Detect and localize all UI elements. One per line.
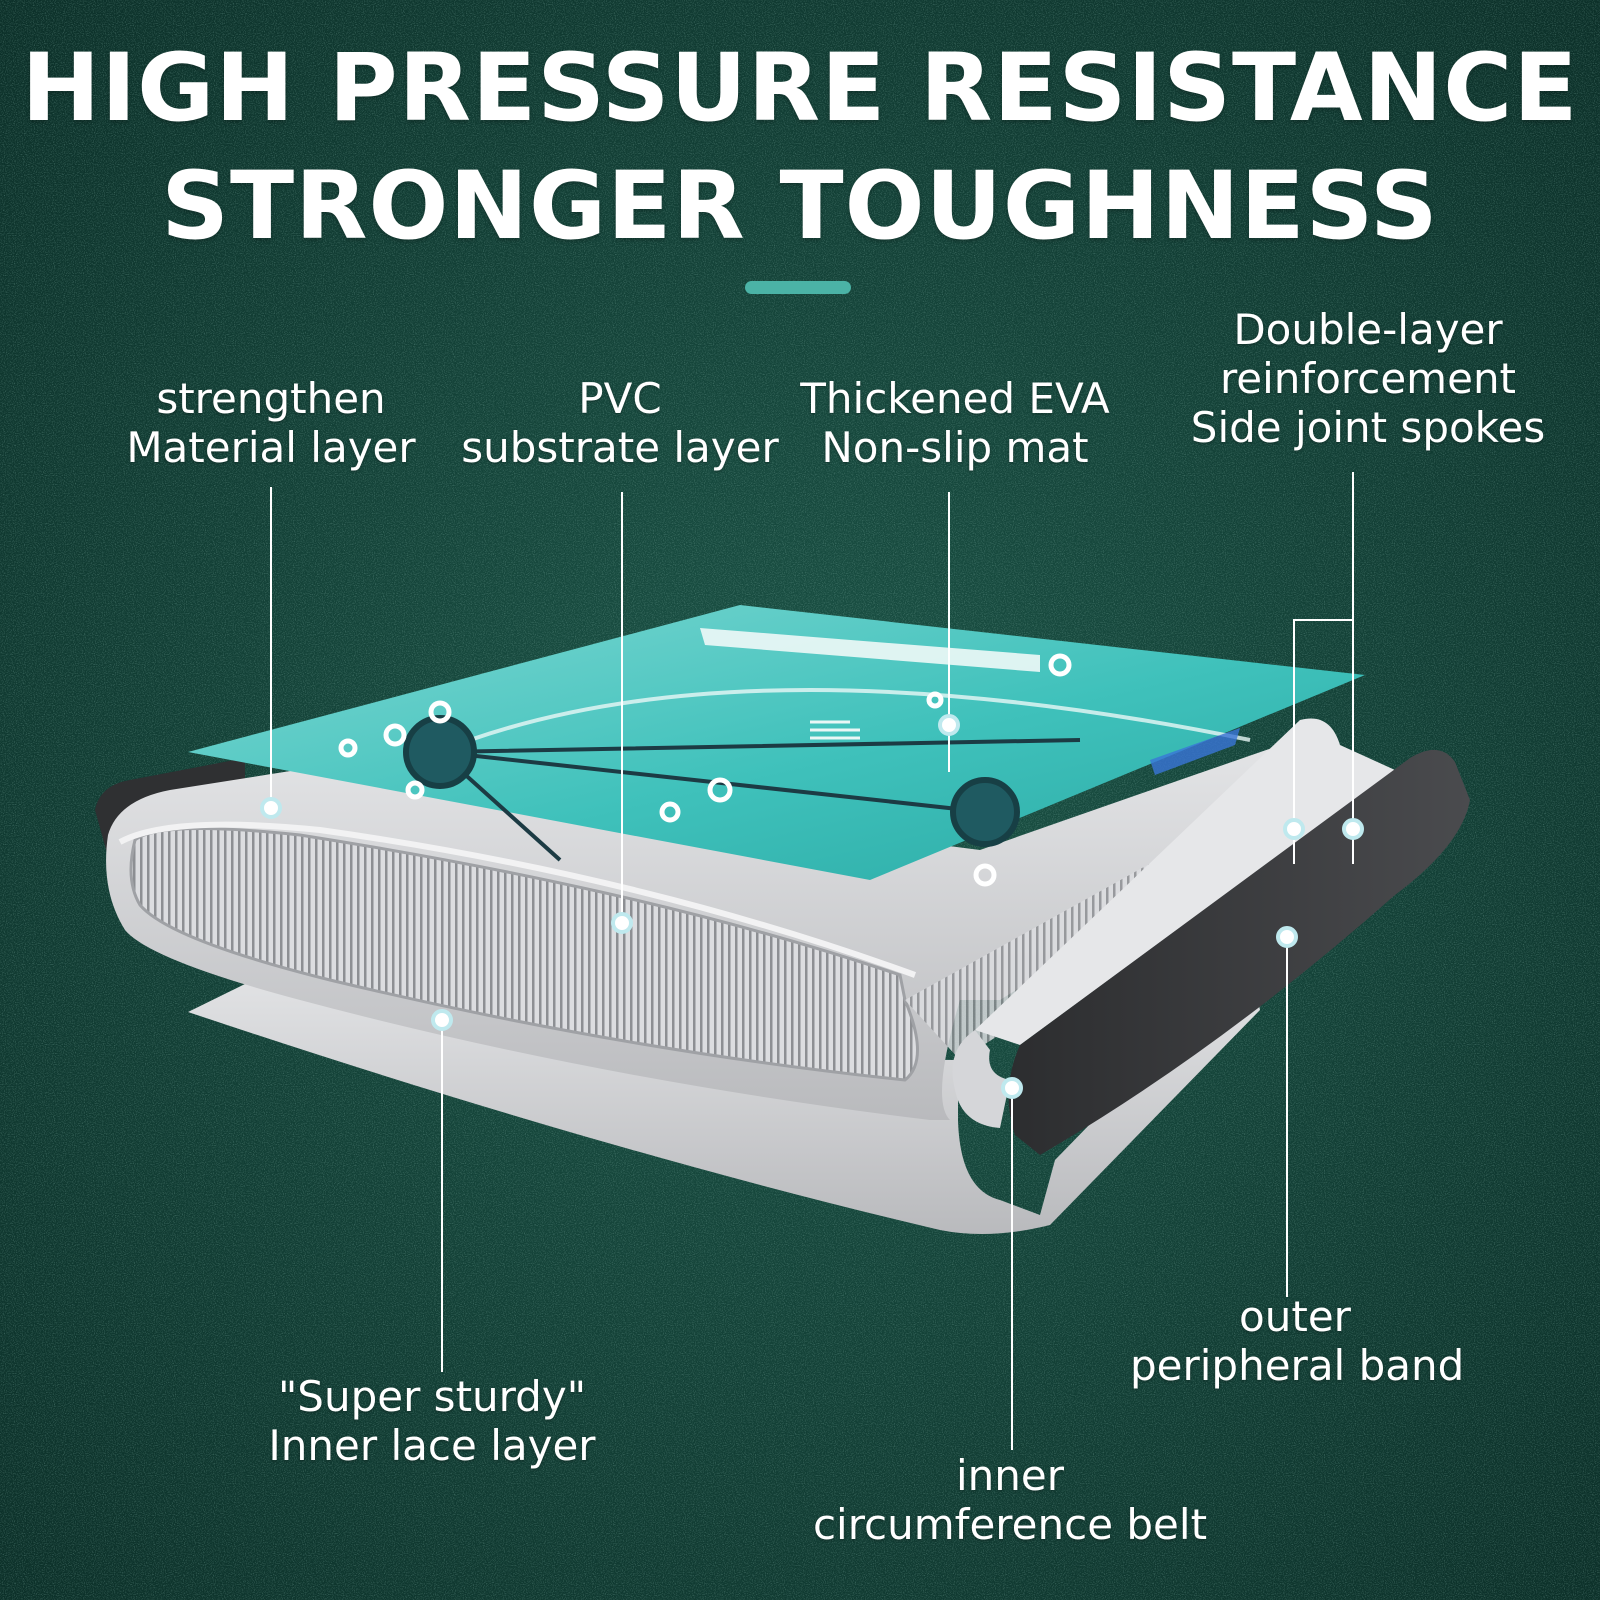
dot-inner-lace (431, 1009, 453, 1031)
outer-peripheral-band (1008, 749, 1470, 1155)
dot-strengthen (260, 797, 282, 819)
label-inner-lace-layer: "Super sturdy" Inner lace layer (268, 1372, 596, 1470)
mat-small-rings (338, 653, 1072, 887)
label-strengthen-material-layer: strengthen Material layer (126, 374, 416, 472)
headline-line-2: STRONGER TOUGHNESS (161, 152, 1439, 261)
mat-d-ring-right (950, 777, 1020, 847)
dot-eva (938, 714, 960, 736)
callout-lines (270, 472, 1354, 1450)
inner-lace-ribs (129, 827, 919, 1082)
dot-pvc (611, 912, 633, 934)
label-pvc-substrate-layer: PVC substrate layer (461, 374, 779, 472)
dot-double-layer-a (1283, 818, 1305, 840)
eva-non-slip-mat (188, 605, 1365, 880)
accent-divider-bar (745, 281, 851, 294)
headline-line-1: HIGH PRESSURE RESISTANCE (21, 34, 1579, 143)
callout-dots (260, 714, 1364, 1099)
dot-inner-belt (1001, 1077, 1023, 1099)
label-double-layer-reinforcement: Double-layer reinforcement Side joint sp… (1190, 305, 1546, 452)
mat-curve-line (469, 688, 1251, 742)
dot-double-layer-b (1342, 818, 1364, 840)
dot-outer-band (1276, 926, 1298, 948)
reinforcement-strip-curl (952, 1030, 1010, 1128)
label-inner-circumference-belt: inner circumference belt (812, 1451, 1208, 1549)
label-thickened-eva-mat: Thickened EVA Non-slip mat (800, 374, 1110, 472)
mat-blue-edge (1150, 728, 1240, 775)
lace-top-edge (118, 821, 917, 978)
reinforcement-strip (975, 718, 1395, 1045)
mat-d-ring-left (403, 715, 477, 789)
mat-stripe (700, 628, 1040, 672)
mat-logo-marks (810, 720, 860, 740)
label-outer-peripheral-band: outer peripheral band (1130, 1292, 1465, 1390)
